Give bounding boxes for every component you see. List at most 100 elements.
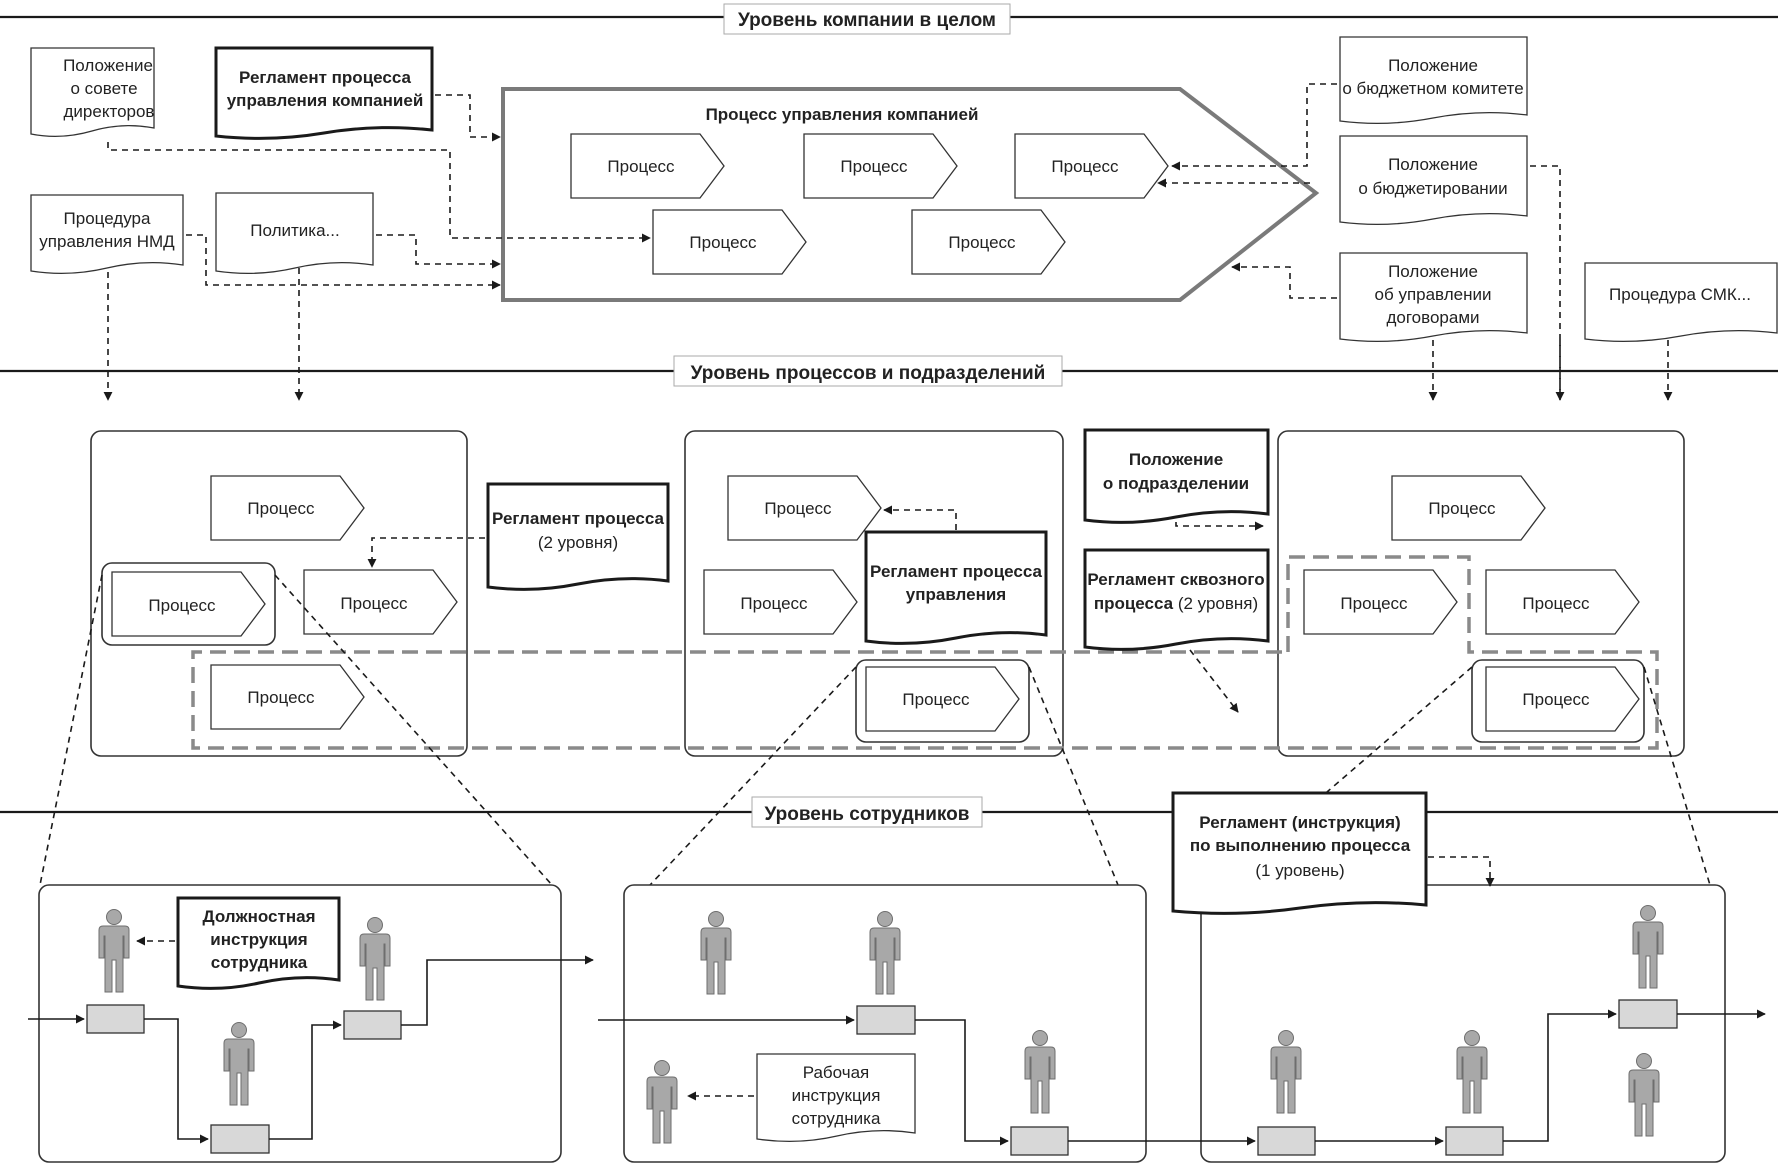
svg-text:управления НМД: управления НМД: [39, 232, 175, 251]
doc-nmd-procedure: Процедура управления НМД: [30, 194, 184, 275]
doc-company-process-regulation: Регламент процесса управления компанией: [214, 46, 434, 140]
svg-text:(2 уровня): (2 уровня): [538, 533, 618, 552]
svg-text:управления: управления: [906, 585, 1006, 604]
process-block: Процесс: [652, 209, 807, 275]
svg-text:Процесс: Процесс: [1051, 157, 1119, 176]
doc-cross-process-regulation: Регламент сквозного процесса (2 уровня): [1083, 548, 1270, 651]
process-block: Процесс: [1485, 666, 1640, 732]
doc-budgeting-regulation: Положение о бюджетировании: [1339, 135, 1528, 226]
process-level-label: Уровень процессов и подразделений: [691, 363, 1046, 384]
employee-figure: [1456, 1030, 1488, 1114]
svg-text:сотрудника: сотрудника: [211, 953, 308, 972]
svg-text:Положение: Положение: [63, 56, 153, 75]
svg-text:инструкция: инструкция: [210, 930, 307, 949]
cross-process-groups: [191, 555, 1659, 750]
svg-text:Положение: Положение: [1388, 155, 1478, 174]
svg-text:инструкция: инструкция: [792, 1086, 881, 1105]
task-boxes: [86, 999, 1678, 1156]
doc-contracts-regulation: Положение об управлении договорами: [1339, 252, 1528, 343]
svg-text:управления компанией: управления компанией: [227, 91, 424, 110]
process-block: Процесс: [570, 133, 725, 199]
unit-container-1: [90, 430, 468, 757]
company-level-label: Уровень компании в целом: [738, 10, 996, 31]
svg-text:о бюджетном комитете: о бюджетном комитете: [1342, 79, 1523, 98]
task-box: [1445, 1126, 1504, 1156]
employee-container-3: [1200, 884, 1726, 1163]
svg-text:Процесс: Процесс: [1428, 499, 1496, 518]
svg-text:о подразделении: о подразделении: [1103, 474, 1249, 493]
svg-text:Регламент процесса: Регламент процесса: [239, 68, 411, 87]
company-level-connectors: [103, 83, 1673, 401]
svg-text:Регламент сквозного: Регламент сквозного: [1087, 570, 1264, 589]
svg-text:(1 уровень): (1 уровень): [1255, 861, 1344, 880]
svg-text:Положение: Положение: [1129, 450, 1223, 469]
doc-process-regulation-level2: Регламент процесса (2 уровня): [486, 482, 670, 591]
process-block: Процесс: [865, 666, 1020, 732]
svg-text:Процесс: Процесс: [689, 233, 757, 252]
svg-text:Процедура СМК...: Процедура СМК...: [1609, 285, 1751, 304]
task-box: [343, 1010, 402, 1040]
svg-text:Процесс: Процесс: [1522, 594, 1590, 613]
svg-text:Процесс: Процесс: [764, 499, 832, 518]
doc-management-process-regulation: Регламент процесса управления: [864, 530, 1048, 645]
task-box: [1257, 1126, 1316, 1156]
svg-text:Регламент процесса: Регламент процесса: [492, 509, 664, 528]
employee-figure: [869, 911, 901, 995]
company-process-shape: Процесс управления компанией: [501, 87, 1320, 302]
employee-container-2: [623, 884, 1147, 1163]
svg-text:Регламент процесса: Регламент процесса: [870, 562, 1042, 581]
svg-text:о совете: о совете: [70, 79, 137, 98]
doc-board-regulation: Положение о совете директоров: [30, 47, 155, 138]
process-block: Процесс: [1485, 569, 1640, 635]
svg-text:сотрудника: сотрудника: [792, 1109, 881, 1128]
employee-figure: [1024, 1030, 1056, 1114]
employee-figure: [359, 917, 391, 1001]
task-box: [1618, 999, 1678, 1029]
task-box: [86, 1004, 145, 1034]
svg-text:Процесс: Процесс: [902, 690, 970, 709]
svg-text:Процесс: Процесс: [948, 233, 1016, 252]
svg-text:Процесс: Процесс: [740, 594, 808, 613]
employee-level-label: Уровень сотрудников: [765, 804, 970, 825]
doc-policy: Политика...: [215, 192, 374, 275]
process-block: Процесс: [1391, 475, 1546, 541]
employee-figure: [98, 909, 130, 993]
svg-text:Процедура: Процедура: [64, 209, 151, 228]
highlighted-process-frames: [101, 562, 1645, 743]
doc-job-description: Должностная инструкция сотрудника: [176, 896, 341, 990]
process-block: Процесс: [1014, 133, 1169, 199]
process-block: Процесс: [803, 133, 958, 199]
task-box: [1010, 1126, 1069, 1156]
unit-process-blocks: Процесс Процесс Процесс Процесс Процесс …: [111, 475, 1640, 732]
doc-work-instruction: Рабочая инструкция сотрудника: [756, 1053, 916, 1143]
process-level-connectors: [39, 505, 1711, 886]
employee-figure: [1628, 1053, 1660, 1137]
company-process-title: Процесс управления компанией: [706, 105, 979, 124]
svg-text:Процесс: Процесс: [247, 499, 315, 518]
svg-text:Должностная: Должностная: [203, 907, 316, 926]
doc-unit-regulation: Положение о подразделении: [1083, 428, 1270, 524]
svg-text:по выполнению процесса: по выполнению процесса: [1190, 836, 1411, 855]
svg-text:Регламент (инструкция): Регламент (инструкция): [1199, 813, 1400, 832]
svg-text:Политика...: Политика...: [250, 221, 339, 240]
company-process-blocks: Процесс Процесс Процесс Процесс Процесс: [570, 133, 1169, 275]
process-block: Процесс: [703, 569, 858, 635]
employee-figure: [1632, 905, 1664, 989]
employee-figure: [1270, 1030, 1302, 1114]
process-block: Процесс: [911, 209, 1066, 275]
svg-text:Процесс: Процесс: [340, 594, 408, 613]
process-block: Процесс: [210, 475, 365, 541]
employee-container-1: [38, 884, 562, 1163]
employee-level-flows: [28, 856, 1766, 1146]
employee-figure: [700, 911, 732, 995]
doc-qms-procedure: Процедура СМК...: [1584, 262, 1778, 343]
doc-process-execution-regulation: Регламент (инструкция) по выполнению про…: [1171, 791, 1428, 915]
task-box: [856, 1005, 916, 1035]
svg-text:об управлении: об управлении: [1375, 285, 1492, 304]
process-block: Процесс: [303, 569, 458, 635]
process-block: Процесс: [727, 475, 882, 541]
employee-containers: [38, 884, 1726, 1163]
svg-text:директоров: директоров: [64, 102, 155, 121]
process-block: Процесс: [210, 664, 365, 730]
unit-container-3: [1277, 430, 1685, 757]
